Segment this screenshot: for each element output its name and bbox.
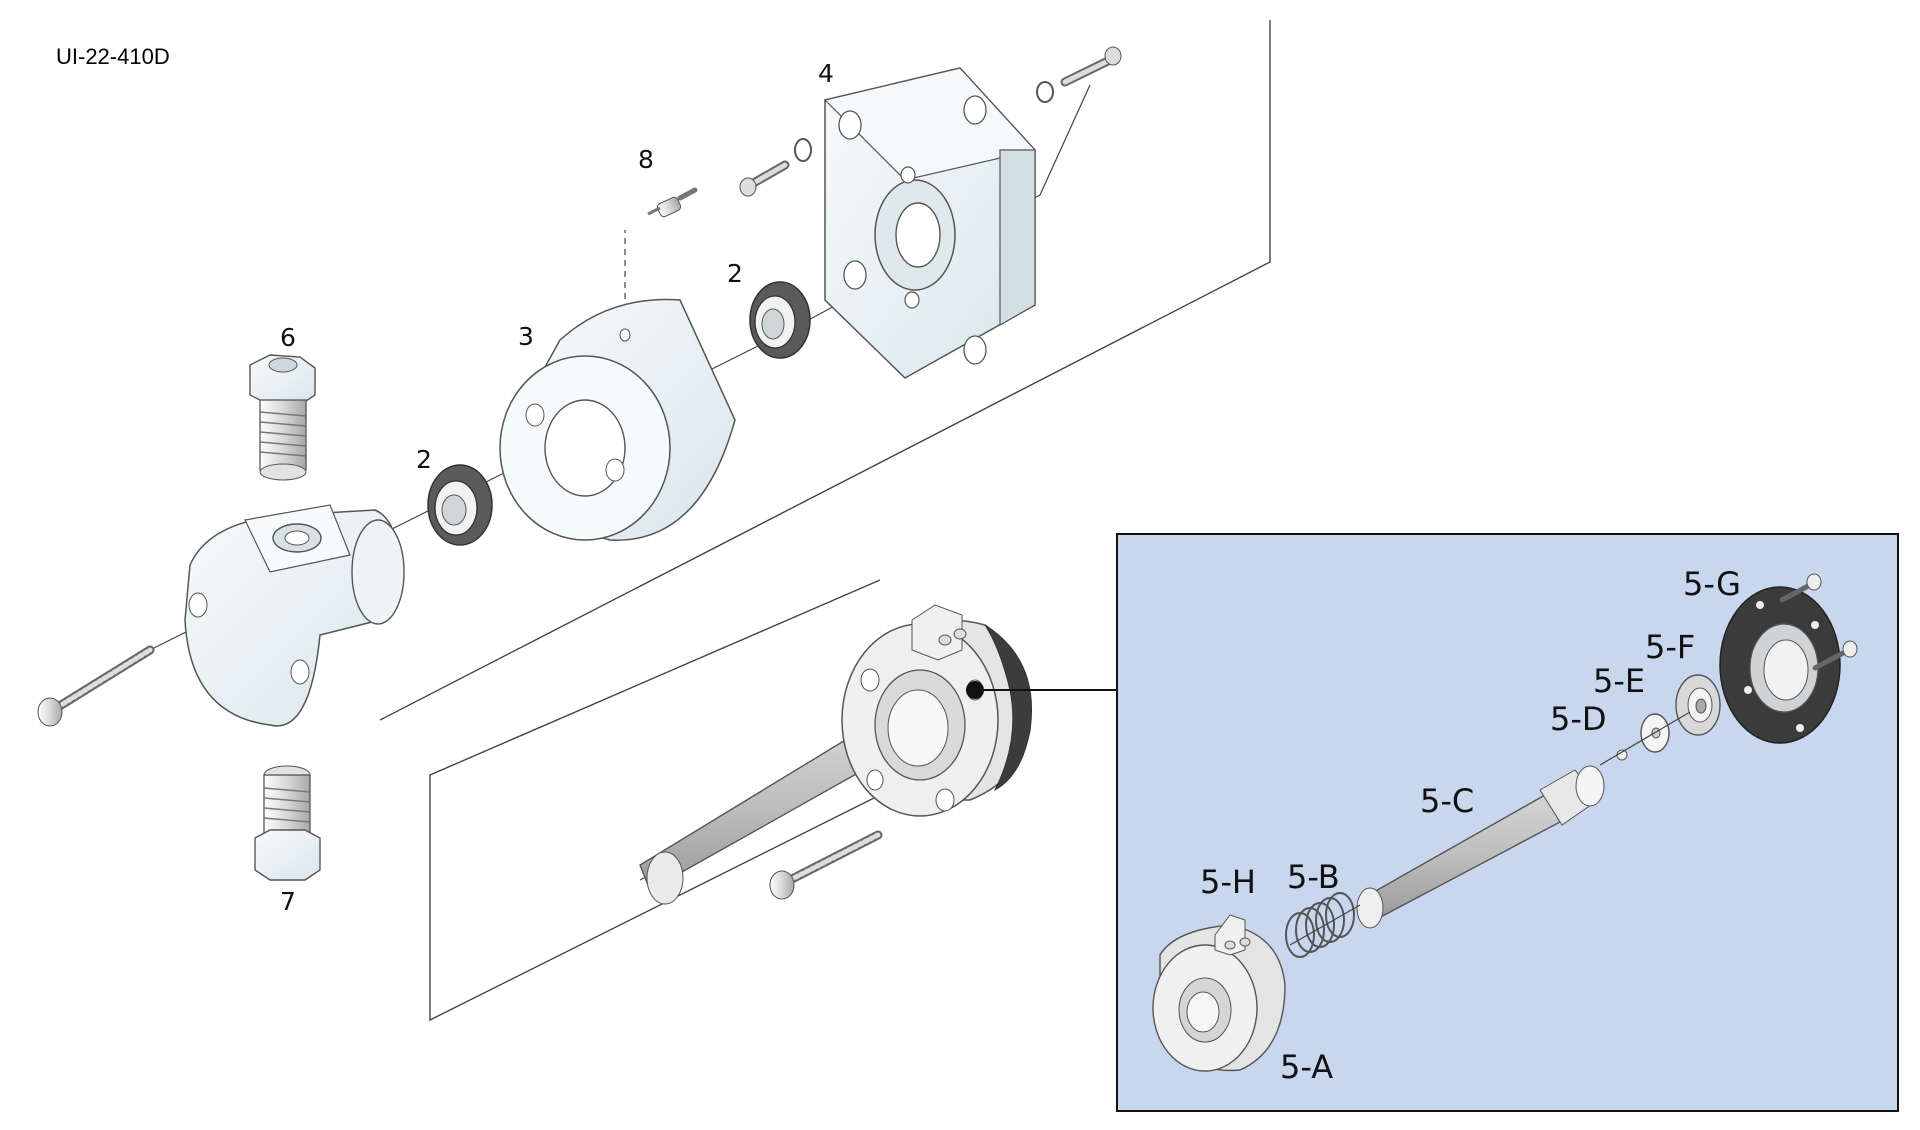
tee-body [184, 504, 405, 727]
inset-screw-top [1779, 573, 1822, 603]
document-id: UI-22-410D [56, 44, 170, 69]
screw-upper-left [739, 138, 812, 197]
flange-plate [823, 67, 1037, 379]
fitting-top [249, 354, 316, 481]
seal-lower [427, 464, 493, 546]
inset-part-5b-spring [1285, 892, 1355, 958]
inset-label-5e: 5-E [1593, 662, 1645, 700]
housing-cylinder [499, 298, 736, 541]
screw-long-left [37, 645, 155, 727]
pin [647, 187, 698, 218]
callout-housing: 3 [518, 322, 534, 351]
inset-label-5a: 5-A [1280, 1048, 1333, 1086]
callout-seal-lower: 2 [416, 445, 432, 474]
inset-label-5h: 5-H [1200, 863, 1256, 901]
callout-pin: 8 [638, 145, 654, 174]
detail-inset [1116, 533, 1899, 1112]
inset-part-5c-rod [1356, 765, 1605, 929]
inset-part-5f-seat [1675, 674, 1721, 736]
inset-part-5g-flange [1719, 586, 1841, 744]
screw-lower [769, 830, 883, 900]
callout-fitting-bottom: 7 [280, 887, 296, 916]
inset-label-5d: 5-D [1550, 700, 1607, 738]
inset-part-5h-5a [1152, 914, 1286, 1072]
callout-fitting-top: 6 [280, 323, 296, 352]
cartridge-assembly [639, 604, 1033, 905]
assembly-plane-upper [379, 20, 1271, 721]
fitting-bottom [254, 765, 321, 881]
screw-upper-right [1036, 46, 1122, 103]
seal-upper [749, 281, 811, 359]
inset-label-5g: 5-G [1683, 565, 1741, 603]
inset-label-5b: 5-B [1287, 858, 1340, 896]
callout-seal-upper: 2 [727, 259, 743, 288]
callout-flange-plate: 4 [818, 59, 834, 88]
inset-label-5f: 5-F [1645, 628, 1695, 666]
inset-screw-right [1812, 640, 1858, 671]
detail-leader [966, 681, 1120, 699]
assembly-plane-lower [429, 579, 881, 1022]
inset-label-5c: 5-C [1420, 782, 1474, 820]
